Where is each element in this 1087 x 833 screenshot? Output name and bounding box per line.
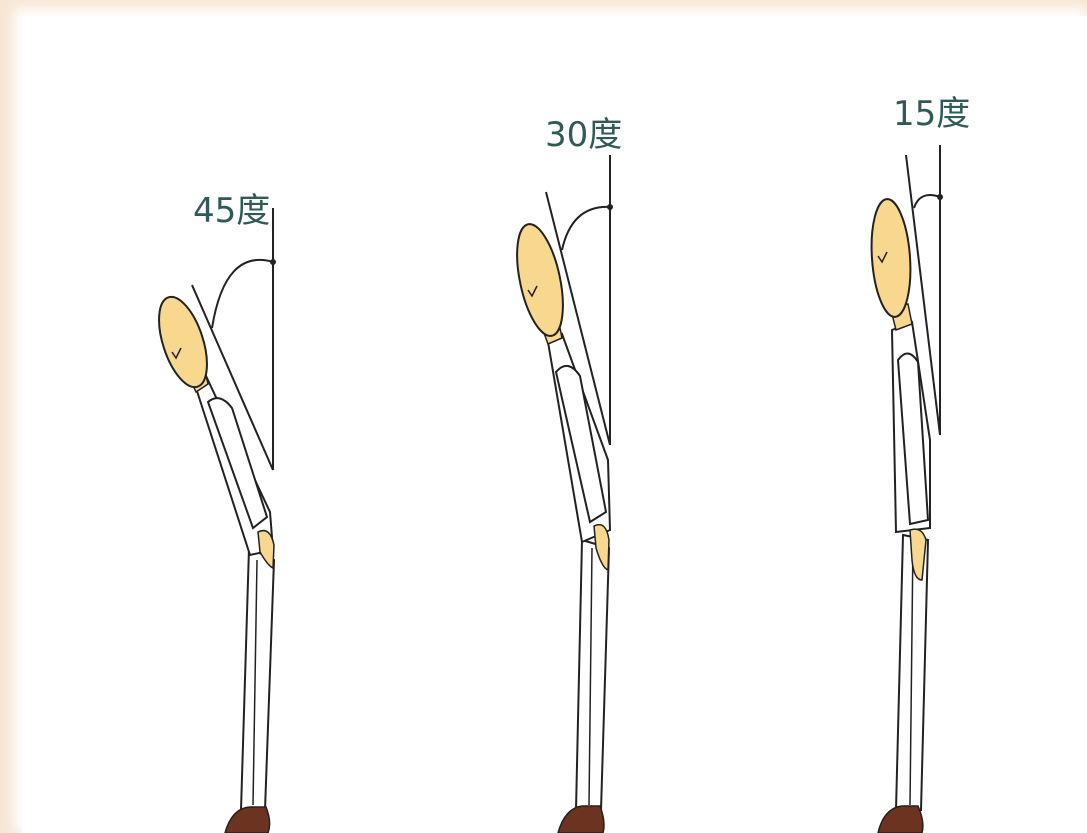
angle-label: 15度 [893, 94, 970, 134]
angle-label: 30度 [545, 115, 622, 155]
angle-label: 45度 [193, 191, 270, 231]
